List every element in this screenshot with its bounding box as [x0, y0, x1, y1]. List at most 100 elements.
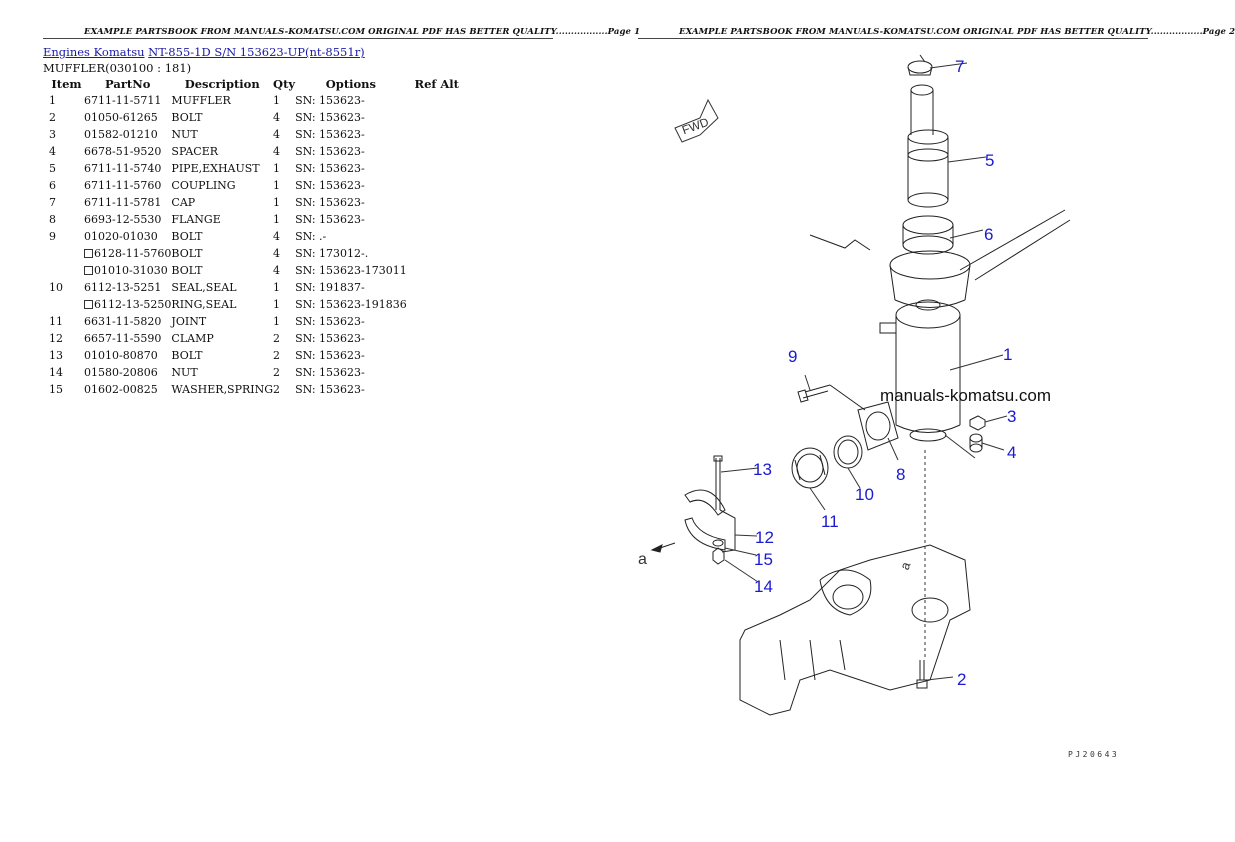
callout-4: 4 — [1007, 443, 1016, 462]
cell-ref-alt — [407, 330, 467, 347]
table-header-row: Item PartNo Description Qty Options Ref … — [43, 75, 467, 92]
column-header-qty: Qty — [273, 76, 296, 91]
cell-qty-text: 4 — [273, 128, 281, 141]
breadcrumb-link-engines[interactable]: Engines Komatsu — [43, 45, 145, 59]
callout-8: 8 — [896, 465, 905, 484]
column-header-options: Options — [325, 76, 377, 91]
cell-description-text: NUT — [171, 366, 198, 379]
cell-ref-alt — [407, 313, 467, 330]
alternate-part-checkbox-icon — [84, 249, 93, 258]
cell-description: BOLT — [171, 347, 273, 364]
callout-12: 12 — [755, 528, 774, 547]
cell-qty-text: 2 — [273, 332, 281, 345]
cell-item-text: 12 — [49, 332, 63, 345]
cell-qty: 2 — [273, 381, 295, 398]
view-arrow-icon — [650, 542, 676, 553]
cell-partno-text: 6678-51-9520 — [84, 145, 162, 158]
cell-description: RING,SEAL — [171, 296, 273, 313]
cell-ref-alt — [407, 126, 467, 143]
cell-qty-text: 1 — [273, 179, 281, 192]
cell-item: 6 — [43, 177, 84, 194]
cell-ref-alt — [407, 347, 467, 364]
cell-item: 3 — [43, 126, 84, 143]
cell-options: SN: 153623- — [295, 109, 407, 126]
cell-options: SN: 153623- — [295, 143, 407, 160]
cell-partno-text: 6657-11-5590 — [84, 332, 162, 345]
cell-item: 8 — [43, 211, 84, 228]
cell-options-text: SN: 153623- — [295, 315, 365, 328]
cell-qty-text: 4 — [273, 230, 281, 243]
cell-item-text: 15 — [49, 383, 63, 396]
cell-description-text: COUPLING — [171, 179, 236, 192]
cell-partno-text: 6112-13-5250 — [94, 298, 172, 311]
forward-arrow-icon: FWD — [674, 98, 719, 143]
watermark: manuals-komatsu.com — [880, 386, 1051, 405]
cell-item: 1 — [43, 92, 84, 109]
cell-description: JOINT — [171, 313, 273, 330]
cell-ref-alt — [407, 143, 467, 160]
cell-item: 7 — [43, 194, 84, 211]
cell-description-text: RING,SEAL — [171, 298, 237, 311]
cell-item-text: 5 — [49, 162, 56, 175]
breadcrumb-link-model[interactable]: NT-855-1D S/N 153623-UP(nt-8551r) — [148, 45, 365, 59]
muffler-body-part — [879, 299, 961, 442]
cell-item-text: 13 — [49, 349, 63, 362]
cell-qty-text: 1 — [273, 281, 281, 294]
cell-partno: 6678-51-9520 — [84, 143, 171, 160]
cell-description: PIPE,EXHAUST — [171, 160, 273, 177]
cell-options: SN: 153623- — [295, 211, 407, 228]
fwd-label: FWD — [680, 115, 711, 138]
cell-ref-alt — [407, 245, 467, 262]
callout-9: 9 — [788, 347, 797, 366]
cell-item: 5 — [43, 160, 84, 177]
cell-qty: 2 — [273, 347, 295, 364]
column-header-item: Item — [51, 76, 82, 91]
cell-partno: 6657-11-5590 — [84, 330, 171, 347]
leader-lines — [720, 62, 1008, 681]
cell-partno-text: 01010-31030 — [94, 264, 168, 277]
cell-options-text: SN: 153623- — [295, 366, 365, 379]
cell-description: SPACER — [171, 143, 273, 160]
cell-qty-text: 1 — [273, 298, 281, 311]
callout-14: 14 — [754, 577, 773, 596]
cell-partno: 01010-80870 — [84, 347, 171, 364]
engine-block — [739, 544, 971, 716]
cell-description: MUFFLER — [171, 92, 273, 109]
cell-qty-text: 1 — [273, 196, 281, 209]
cell-qty-text: 2 — [273, 366, 281, 379]
cell-description-text: NUT — [171, 128, 198, 141]
cell-options-text: SN: 153623- — [295, 94, 365, 107]
cell-qty-text: 2 — [273, 349, 281, 362]
cell-qty: 1 — [273, 160, 295, 177]
cell-options: SN: 153623-173011 — [295, 262, 407, 279]
cell-item — [43, 296, 84, 313]
cell-options-text: SN: 153623- — [295, 162, 365, 175]
cell-qty: 1 — [273, 296, 295, 313]
exhaust-pipe-part — [907, 84, 949, 208]
cell-item: 12 — [43, 330, 84, 347]
page-2-header: EXAMPLE PARTSBOOK FROM MANUALS-KOMATSU.C… — [679, 27, 1235, 37]
alternate-part-checkbox-icon — [84, 300, 93, 309]
cell-partno: 6711-11-5711 — [84, 92, 171, 109]
cell-description: BOLT — [171, 262, 273, 279]
cell-qty-text: 1 — [273, 94, 281, 107]
cell-partno-text: 6711-11-5711 — [84, 94, 162, 107]
pipe-fragment — [809, 209, 1071, 281]
cell-partno: 6711-11-5781 — [84, 194, 171, 211]
cell-item-text: 9 — [49, 230, 56, 243]
cell-partno-text: 01602-00825 — [84, 383, 158, 396]
cell-description-text: SEAL,SEAL — [171, 281, 237, 294]
cell-item — [43, 245, 84, 262]
cell-partno: 6112-13-5251 — [84, 279, 171, 296]
cell-options: SN: 153623- — [295, 126, 407, 143]
cell-partno: 6631-11-5820 — [84, 313, 171, 330]
header-rule — [638, 38, 1148, 39]
cell-partno-text: 01580-20806 — [84, 366, 158, 379]
coupling-part — [889, 215, 971, 308]
